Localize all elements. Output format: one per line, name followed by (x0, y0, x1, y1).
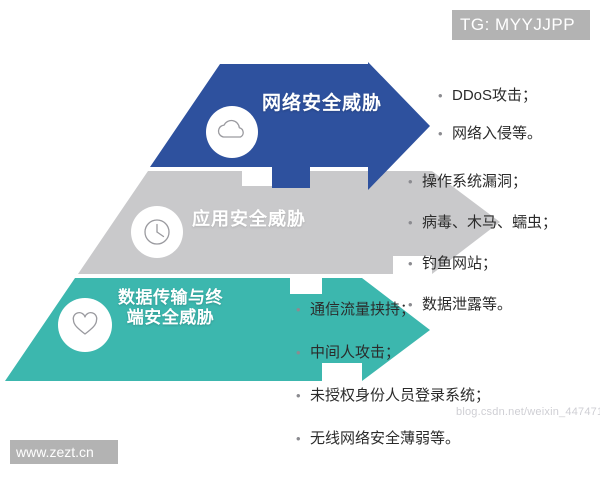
bullet-marker-icon: • (408, 297, 413, 312)
arrow-label-application: 应用安全威胁 (192, 209, 306, 229)
icon-badge-application (131, 206, 183, 258)
bullet-marker-icon: • (296, 302, 301, 317)
list-item: • 钓鱼网站； (408, 252, 557, 273)
arrow-label-data-line1: 数据传输与终 (118, 288, 223, 307)
arrow-shape-data[interactable] (5, 278, 430, 381)
arrow-shape-network[interactable] (150, 62, 430, 190)
list-item-label: 病毒、木马、蠕虫； (422, 214, 558, 231)
clock-icon (144, 219, 170, 245)
faint-watermark: blog.csdn.net/weixin_44747184 (456, 406, 600, 418)
bullet-marker-icon: • (438, 88, 443, 103)
list-item: • 中间人攻击； (296, 341, 490, 362)
list-item-label: 网络入侵等。 (452, 125, 543, 142)
list-item: • DDoS攻击； (438, 84, 542, 105)
bullet-marker-icon: • (408, 174, 413, 189)
arrow-label-network: 网络安全威胁 (262, 93, 383, 114)
cloud-icon (217, 119, 244, 138)
heart-icon (72, 311, 98, 335)
icon-badge-network (206, 106, 258, 158)
bottom-left-watermark: www.zezt.cn (10, 440, 118, 464)
bullet-marker-icon: • (296, 431, 301, 446)
bullet-group-data: • 通信流量挟持； • 中间人攻击； • 未授权身份人员登录系统； • 无线网络… (296, 298, 490, 470)
list-item: • 数据泄露等。 (408, 293, 557, 314)
arrow-label-data-line2: 端安全威胁 (126, 308, 215, 328)
list-item-label: 无线网络安全薄弱等。 (310, 430, 461, 447)
list-item: • 未授权身份人员登录系统； (296, 384, 490, 405)
list-item-label: 钓鱼网站； (422, 255, 498, 272)
bullet-group-application: • 操作系统漏洞； • 病毒、木马、蠕虫； • 钓鱼网站； • 数据泄露等。 (408, 170, 557, 334)
list-item: • 操作系统漏洞； (408, 170, 557, 191)
bullet-marker-icon: • (408, 256, 413, 271)
icon-badge-data (58, 298, 112, 352)
list-item-label: 中间人攻击； (310, 344, 401, 361)
list-item: • 通信流量挟持； (296, 298, 490, 319)
list-item: • 病毒、木马、蠕虫； (408, 211, 557, 232)
bullet-marker-icon: • (296, 345, 301, 360)
list-item: • 无线网络安全薄弱等。 (296, 427, 490, 448)
bullet-marker-icon: • (438, 126, 443, 141)
list-item-label: 未授权身份人员登录系统； (310, 387, 491, 404)
list-item-label: 数据泄露等。 (422, 296, 513, 313)
bullet-marker-icon: • (408, 215, 413, 230)
list-item: • 网络入侵等。 (438, 122, 542, 143)
list-item-label: DDoS攻击； (452, 87, 538, 104)
arrow-label-data: 数据传输与终 端安全威胁 (118, 288, 223, 328)
bullet-marker-icon: • (296, 388, 301, 403)
list-item-label: 通信流量挟持； (310, 301, 416, 318)
bullet-group-network: • DDoS攻击； • 网络入侵等。 (438, 84, 542, 160)
top-right-watermark: TG: MYYJJPP (452, 10, 590, 40)
arrow-shape-application[interactable] (78, 171, 500, 274)
list-item-label: 操作系统漏洞； (422, 173, 528, 190)
